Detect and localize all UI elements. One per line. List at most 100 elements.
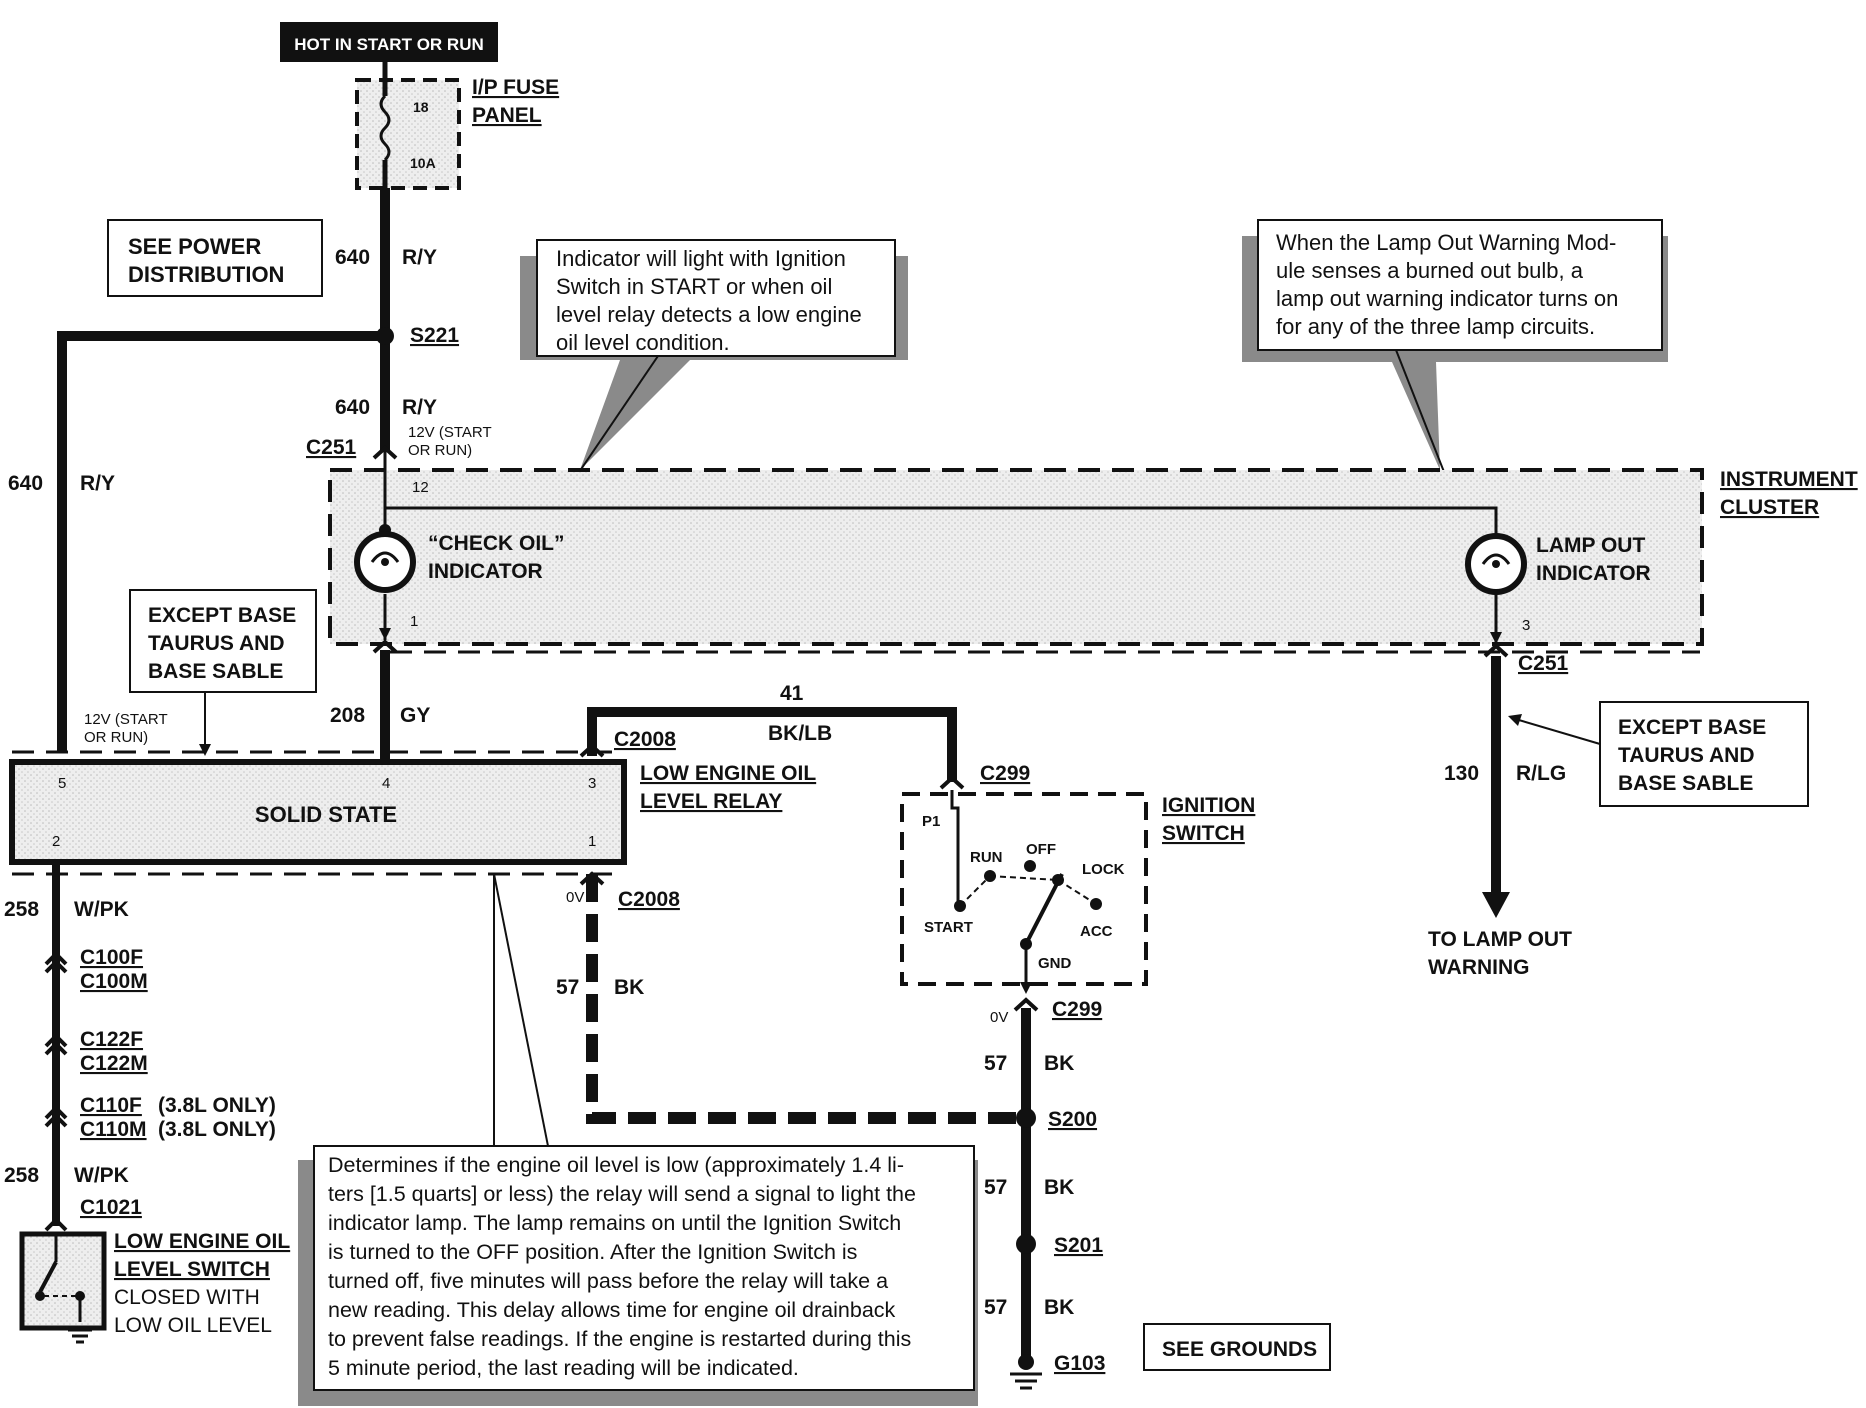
check-oil-label-1: “CHECK OIL” <box>428 532 565 555</box>
wire-258-num-b: 258 <box>4 1164 39 1187</box>
splice-s201: S201 <box>1054 1234 1103 1257</box>
relay-name-1: LOW ENGINE OIL <box>640 762 816 785</box>
ignition-pin-p1: P1 <box>922 813 940 830</box>
check-oil-note-2: Switch in START or when oil <box>556 274 832 299</box>
connector-c299-bottom: C299 <box>1052 998 1102 1021</box>
splice-s221: S221 <box>410 324 459 347</box>
connector-c299-top: C299 <box>980 762 1030 785</box>
ignition-gnd: GND <box>1038 955 1072 972</box>
level-switch-desc-1: CLOSED WITH <box>114 1286 260 1309</box>
relay-pin-1: 1 <box>588 833 596 850</box>
check-oil-note-box <box>536 239 896 357</box>
relay-note-3: indicator lamp. The lamp remains on unti… <box>328 1211 901 1235</box>
connector-c2008-bottom: C2008 <box>618 888 680 911</box>
fuse-panel-name-2: PANEL <box>472 104 542 127</box>
wire-bk-c: BK <box>1044 1296 1074 1319</box>
relay-pin-4: 4 <box>382 775 390 792</box>
volt-0v-c299: 0V <box>990 1009 1008 1026</box>
check-oil-note-4: oil level condition. <box>556 330 730 355</box>
ignition-acc: ACC <box>1080 923 1113 940</box>
cluster-name-2: CLUSTER <box>1720 496 1819 519</box>
wire-bklb: BK/LB <box>768 722 832 745</box>
ground-g103-symbol <box>1010 1354 1042 1390</box>
except-left-1: EXCEPT BASE <box>148 604 296 627</box>
ground-g103: G103 <box>1054 1352 1105 1375</box>
lamp-out-dest-1: TO LAMP OUT <box>1428 928 1572 951</box>
lamp-out-indicator-lamp <box>1465 533 1527 595</box>
see-grounds-text: SEE GROUNDS <box>1162 1338 1317 1361</box>
wire-bk-a: BK <box>1044 1052 1074 1075</box>
connector-c110f: C110F <box>80 1094 142 1117</box>
wire-41 <box>587 707 957 782</box>
wire-ry-b: R/Y <box>402 396 437 419</box>
connector-c251-top: C251 <box>306 436 357 459</box>
level-switch-name-1: LOW ENGINE OIL <box>114 1230 290 1253</box>
wire-57-num-a: 57 <box>984 1052 1007 1075</box>
check-oil-note-1: Indicator will light with Ignition <box>556 246 846 271</box>
fuse-rating: 10A <box>410 155 436 171</box>
lamp-out-label-2: INDICATOR <box>1536 562 1651 585</box>
wire-57-num-c: 57 <box>984 1296 1007 1319</box>
fuse-panel-name-1: I/P FUSE <box>472 76 559 99</box>
wire-640-num-a: 640 <box>335 246 370 269</box>
except-left-3: BASE SABLE <box>148 660 283 683</box>
wire-bk-relay: BK <box>614 976 644 999</box>
relay-pin-3: 3 <box>588 775 596 792</box>
pin-3-cluster: 3 <box>1522 617 1530 634</box>
volt-0v-c2008: 0V <box>566 889 584 906</box>
wire-258-num-a: 258 <box>4 898 39 921</box>
splice-s200: S200 <box>1048 1108 1097 1131</box>
ignition-switch-contacts <box>950 790 1102 990</box>
relay-body-label: SOLID STATE <box>255 802 397 827</box>
check-oil-note-3: level relay detects a low engine <box>556 302 862 327</box>
wire-41-num: 41 <box>780 682 804 705</box>
power-source-label: HOT IN START OR RUN <box>294 35 484 54</box>
relay-pin-5: 5 <box>58 775 66 792</box>
connector-c122m: C122M <box>80 1052 148 1075</box>
ignition-start: START <box>924 919 973 936</box>
see-grounds-box <box>1143 1323 1331 1371</box>
see-power-box <box>107 219 323 297</box>
lamp-out-dest-2: WARNING <box>1428 956 1530 979</box>
connector-c251-right: C251 <box>1518 652 1569 675</box>
wire-640-num-left: 640 <box>8 472 43 495</box>
wire-wpk-b: W/PK <box>74 1164 129 1187</box>
except-left-2: TAURUS AND <box>148 632 285 655</box>
volt-12v-top-2: OR RUN) <box>408 442 472 459</box>
wire-bk-b: BK <box>1044 1176 1074 1199</box>
except-base-box-left <box>129 589 317 693</box>
wire-130-num: 130 <box>1444 762 1479 785</box>
lamp-out-label-1: LAMP OUT <box>1536 534 1645 557</box>
lamp-out-note-box <box>1257 219 1663 351</box>
volt-12v-left-1: 12V (START <box>84 711 168 728</box>
ignition-name-1: IGNITION <box>1162 794 1255 817</box>
low-oil-level-switch <box>19 1231 107 1344</box>
wire-57-num-relay: 57 <box>556 976 579 999</box>
ignition-lock: LOCK <box>1082 861 1125 878</box>
except-right-3: BASE SABLE <box>1618 772 1753 795</box>
relay-note-box <box>313 1145 975 1391</box>
ip-fuse: 18 10A <box>355 62 461 190</box>
pin-1-cluster: 1 <box>410 613 418 630</box>
connector-c100m: C100M <box>80 970 148 993</box>
lamp-out-note-4: for any of the three lamp circuits. <box>1276 314 1595 339</box>
relay-name-2: LEVEL RELAY <box>640 790 782 813</box>
relay-note-4: is turned to the OFF position. After the… <box>328 1240 857 1264</box>
lamp-out-arrow <box>1482 892 1510 918</box>
relay-note-6: new reading. This delay allows time for … <box>328 1298 896 1322</box>
see-power-text-2: DISTRIBUTION <box>128 262 284 287</box>
wire-ry-left: R/Y <box>80 472 115 495</box>
check-oil-indicator-lamp <box>354 531 416 593</box>
c110f-only: (3.8L ONLY) <box>158 1094 276 1117</box>
ignition-run: RUN <box>970 849 1003 866</box>
wire-57-num-b: 57 <box>984 1176 1007 1199</box>
fuse-number: 18 <box>413 99 429 115</box>
except-base-box-right <box>1599 701 1809 807</box>
relay-note-1: Determines if the engine oil level is lo… <box>328 1153 904 1177</box>
connector-c110m: C110M <box>80 1118 147 1141</box>
wire-208-num: 208 <box>330 704 365 727</box>
wire-640-num-b: 640 <box>335 396 370 419</box>
wire-rlg: R/LG <box>1516 762 1566 785</box>
wire-wpk-a: W/PK <box>74 898 129 921</box>
